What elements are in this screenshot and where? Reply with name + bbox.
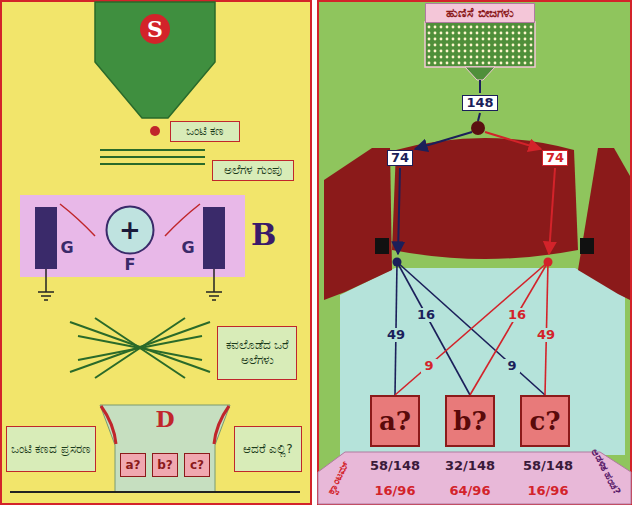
- seed-dot: [544, 258, 553, 267]
- node-text: D: [155, 406, 174, 432]
- circle-outline: [107, 207, 154, 254]
- detector-sides: [101, 406, 229, 444]
- bin-box: c?: [520, 395, 570, 447]
- count-label: 49: [384, 328, 408, 343]
- label-box: ಅಲೆಗಳ ಗುಂಪು: [212, 160, 294, 181]
- node-text: +: [119, 217, 141, 243]
- node-text: ಅಲೆಗಳ ಗುಂಪು: [224, 163, 282, 178]
- label-box: ಒಂಟಿ ಕಣ: [170, 121, 240, 142]
- count-label: 148: [462, 95, 497, 112]
- plate-label: G: [181, 239, 194, 257]
- bin-box: b?: [445, 395, 495, 447]
- screen-line: [10, 491, 300, 493]
- node-text: ಹುಣಿಸೆ ಬೀಜಗಳು: [446, 6, 513, 20]
- drum: [392, 138, 578, 259]
- seed-box: ಹುಣಿಸೆ ಬೀಜಗಳು: [425, 3, 535, 23]
- fraction-label: 58/148: [370, 459, 420, 474]
- seed-dot: [393, 258, 402, 267]
- detector: Da? b? c?: [100, 405, 230, 492]
- feed-line: [478, 113, 480, 121]
- arrow: [415, 132, 472, 149]
- plate-label: G: [60, 239, 73, 257]
- seed-dot: [471, 121, 485, 135]
- arrow: [485, 132, 541, 149]
- left-panel: [1, 1, 311, 504]
- count-label: 16: [414, 308, 438, 323]
- wave-lines: [100, 150, 205, 164]
- fraction-label: 58/148: [523, 459, 573, 474]
- fraction-label: 16/96: [528, 484, 569, 499]
- label-box: ಕವಲೊಡೆದ ಒರೆ ಅಲೆಗಳು: [217, 326, 297, 380]
- field-box: B+F: [20, 195, 245, 277]
- split-waves: [70, 318, 210, 378]
- count-label: 9: [421, 359, 436, 374]
- count-label: 74: [387, 150, 413, 167]
- plate: [35, 207, 57, 269]
- block: [375, 238, 389, 254]
- field-region: [20, 195, 245, 277]
- path-lines: [395, 262, 548, 395]
- detector-shape: [100, 405, 230, 492]
- plate: [203, 207, 225, 269]
- arrow: [549, 168, 555, 254]
- node-text: ಒಂಟಿ ಕಣ: [186, 124, 225, 139]
- fraction-label: 32/148: [445, 459, 495, 474]
- sorting-area: [340, 268, 625, 455]
- node-text: ಒಂಟಿ ಕಣದ ಪ್ರಸರಣ: [11, 442, 92, 457]
- count-label: 9: [504, 359, 519, 374]
- charge-circle: +F: [105, 205, 155, 255]
- label-box: ಒಂಟಿ ಕಣದ ಪ್ರಸರಣ: [6, 426, 96, 472]
- fraction-label: 64/96: [450, 484, 491, 499]
- node-text: c?: [190, 458, 204, 472]
- particle-dot: [150, 126, 160, 136]
- seed-hopper: [425, 22, 535, 67]
- right-wall: [578, 148, 630, 300]
- screen-spot: c?: [184, 453, 210, 477]
- count-label: 49: [534, 328, 558, 343]
- screen-spot: b?: [152, 453, 178, 477]
- block: [580, 238, 594, 254]
- node-text: S: [140, 14, 170, 44]
- result-band: [318, 452, 631, 504]
- ground-symbol: [38, 269, 222, 300]
- node-text: ಆದರೆ ಎಲ್ಲಿ?: [243, 442, 292, 457]
- source-shape: [95, 2, 215, 118]
- fraction-label: 16/96: [375, 484, 416, 499]
- source: S: [95, 2, 215, 62]
- label-box: ಆದರೆ ಎಲ್ಲಿ?: [234, 426, 302, 472]
- right-panel: [318, 1, 631, 504]
- node-text: a?: [379, 406, 411, 436]
- screen-spot: a?: [120, 453, 146, 477]
- node-text: ಕವಲೊಡೆದ ಒರೆ ಅಲೆಗಳು: [218, 338, 296, 368]
- left-wall: [324, 148, 392, 300]
- node-text: B: [251, 217, 276, 252]
- node-text: F: [105, 257, 155, 273]
- bin-box: a?: [370, 395, 420, 447]
- count-label: 16: [505, 308, 529, 323]
- node-text: b?: [453, 406, 486, 436]
- hopper-neck: [465, 67, 495, 80]
- count-label: 74: [542, 150, 568, 167]
- node-text: b?: [157, 458, 173, 472]
- node-text: a?: [125, 458, 140, 472]
- feed-line: [479, 80, 481, 93]
- arrow: [398, 168, 400, 254]
- node-text: c?: [529, 406, 560, 436]
